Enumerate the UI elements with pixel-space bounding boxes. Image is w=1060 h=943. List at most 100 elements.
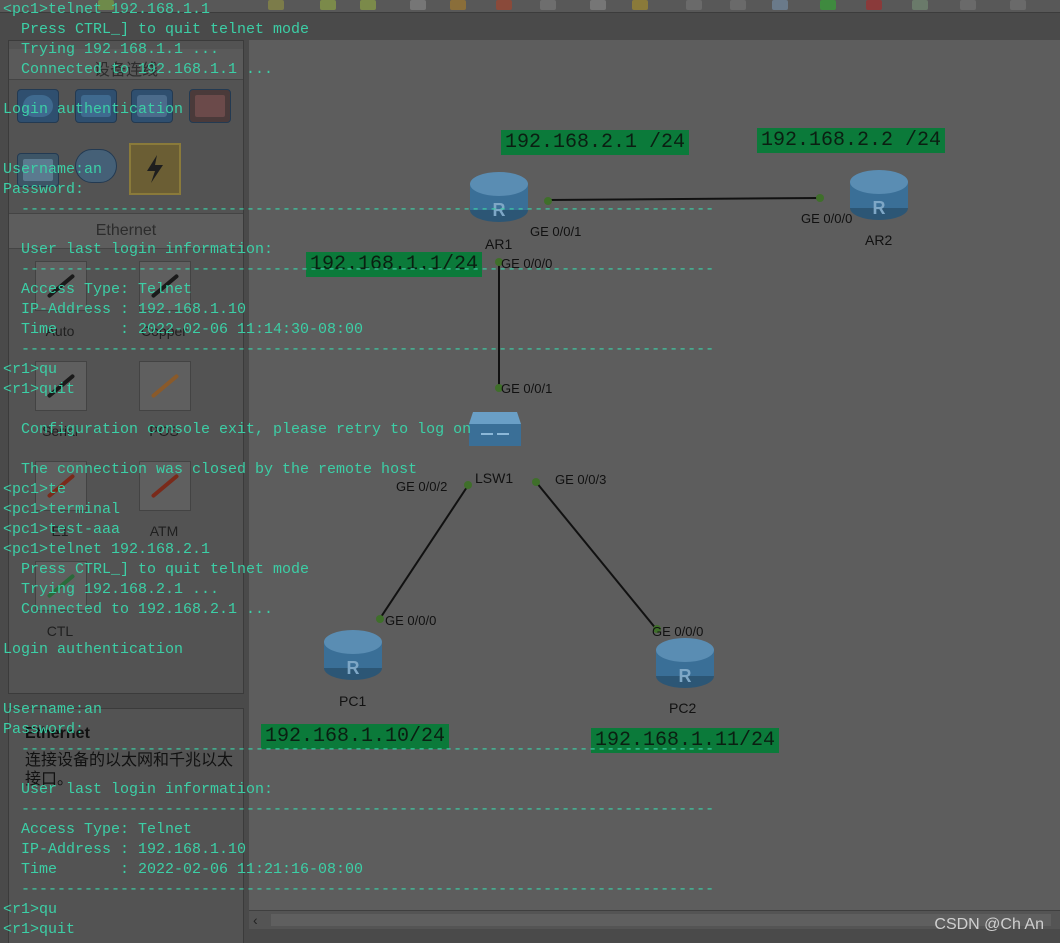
toolbar-icon[interactable] xyxy=(912,0,928,10)
switch-icon xyxy=(469,412,521,446)
switch-lsw1[interactable] xyxy=(467,406,523,452)
router-ar2[interactable]: R xyxy=(849,168,909,222)
port-dot xyxy=(495,258,503,266)
scroll-left-icon[interactable]: ‹ xyxy=(253,912,258,928)
cable-description-panel: Ethernet 连接设备的以太网和千兆以太接口。 xyxy=(8,708,244,943)
link-lsw1-pc1 xyxy=(378,483,470,621)
port-dot xyxy=(376,615,384,623)
device-panel: 设备连线 Ethernet xyxy=(8,40,244,694)
links-layer xyxy=(376,194,824,633)
topology-canvas[interactable]: 192.168.2.1 /24 192.168.2.2 /24 192.168.… xyxy=(249,40,1060,910)
cable-copper-label: Copper xyxy=(141,323,187,339)
ip-label-pc2: 192.168.1.11/24 xyxy=(591,728,780,753)
toolbar xyxy=(0,0,1060,13)
router-icon: R xyxy=(324,630,382,680)
link-ar1-ar2 xyxy=(546,197,822,201)
cable-e1[interactable] xyxy=(35,461,87,511)
toolbar-icon[interactable] xyxy=(540,0,556,10)
port-label: GE 0/0/0 xyxy=(652,624,704,639)
toolbar-icon[interactable] xyxy=(730,0,746,10)
port-dot xyxy=(653,625,661,633)
svg-text:R: R xyxy=(347,658,360,678)
cable-section-title: Ethernet xyxy=(95,222,157,239)
description-title: Ethernet xyxy=(25,725,90,742)
scrollbar-track[interactable] xyxy=(271,914,1051,926)
port-dot xyxy=(464,481,472,489)
toolbar-icon[interactable] xyxy=(496,0,512,10)
ip-label-ar2: 192.168.2.2 /24 xyxy=(757,128,946,153)
cable-pos-label: POS xyxy=(149,423,179,439)
watermark: CSDN @Ch An xyxy=(934,916,1044,933)
toolbar-icon[interactable] xyxy=(360,0,376,10)
wlan-category-icon[interactable] xyxy=(131,89,173,123)
cable-pos[interactable] xyxy=(139,361,191,411)
device-panel-header: 设备连线 xyxy=(9,49,243,80)
cable-section-header: Ethernet xyxy=(9,213,243,249)
toolbar-icon[interactable] xyxy=(590,0,606,10)
svg-text:R: R xyxy=(679,666,692,686)
port-label: GE 0/0/0 xyxy=(501,256,553,271)
cable-auto-label: Auto xyxy=(45,323,75,339)
stop-icon[interactable] xyxy=(866,0,882,10)
firewall-category-icon[interactable] xyxy=(189,89,231,123)
canvas-horizontal-scrollbar[interactable]: ‹ xyxy=(249,910,1060,929)
start-icon[interactable] xyxy=(820,0,836,10)
ip-label-ar1-g001: 192.168.2.1 /24 xyxy=(501,130,690,155)
port-dot xyxy=(532,478,540,486)
toolbar-icon[interactable] xyxy=(632,0,648,10)
cloud-category-icon[interactable] xyxy=(75,149,117,183)
cable-auto[interactable] xyxy=(35,261,87,311)
svg-text:R: R xyxy=(873,198,886,218)
cable-copper[interactable] xyxy=(139,261,191,311)
router-icon: R xyxy=(850,170,908,220)
cable-atm-label: ATM xyxy=(149,523,179,539)
cable-ctl[interactable] xyxy=(35,561,87,611)
cable-ctl-label: CTL xyxy=(46,623,74,639)
node-label-pc2: PC2 xyxy=(669,700,697,716)
toolbar-icon[interactable] xyxy=(1010,0,1026,10)
port-label: GE 0/0/0 xyxy=(801,211,853,226)
node-label-lsw1: LSW1 xyxy=(475,470,514,486)
router-category-icon[interactable] xyxy=(17,89,59,123)
device-panel-title: 设备连线 xyxy=(93,62,158,79)
device-pc1[interactable]: R xyxy=(323,628,383,682)
port-dot xyxy=(544,197,552,205)
router-ar1[interactable]: R xyxy=(469,170,529,224)
toolbar-icon[interactable] xyxy=(98,0,114,10)
toolbar-icon[interactable] xyxy=(960,0,976,10)
device-pc2[interactable]: R xyxy=(655,636,715,690)
toolbar-icon[interactable] xyxy=(410,0,426,10)
terminal-line: Press CTRL_] to quit telnet mode xyxy=(3,21,310,38)
cable-category-icon[interactable] xyxy=(129,143,181,195)
ip-label-pc1: 192.168.1.10/24 xyxy=(261,724,450,749)
toolbar-icon[interactable] xyxy=(450,0,466,10)
lightning-icon xyxy=(147,155,163,183)
cable-serial[interactable] xyxy=(35,361,87,411)
node-label-pc1: PC1 xyxy=(339,693,367,709)
port-label: GE 0/0/1 xyxy=(501,381,553,396)
toolbar-icon[interactable] xyxy=(686,0,702,10)
toolbar-icon[interactable] xyxy=(268,0,284,10)
toolbar-icon[interactable] xyxy=(772,0,788,10)
pc-category-icon[interactable] xyxy=(17,153,59,187)
link-lsw1-pc2 xyxy=(535,481,658,631)
port-dot xyxy=(816,194,824,202)
node-label-ar2: AR2 xyxy=(865,232,893,248)
port-label: GE 0/0/0 xyxy=(385,613,437,628)
port-label: GE 0/0/1 xyxy=(530,224,582,239)
cable-atm[interactable] xyxy=(139,461,191,511)
ip-label-ar1-g000: 192.168.1.1/24 xyxy=(306,252,483,277)
port-label: GE 0/0/3 xyxy=(555,472,607,487)
port-label: GE 0/0/2 xyxy=(396,479,448,494)
toolbar-icon[interactable] xyxy=(320,0,336,10)
cable-e1-label: E1 xyxy=(51,523,69,539)
port-dot xyxy=(495,384,503,392)
cable-serial-label: Serial xyxy=(42,423,78,439)
router-icon: R xyxy=(656,638,714,688)
description-text: 连接设备的以太网和千兆以太接口。 xyxy=(25,752,234,788)
node-label-ar1: AR1 xyxy=(485,236,513,252)
svg-text:R: R xyxy=(493,200,506,220)
switch-category-icon[interactable] xyxy=(75,89,117,123)
router-icon: R xyxy=(470,172,528,222)
